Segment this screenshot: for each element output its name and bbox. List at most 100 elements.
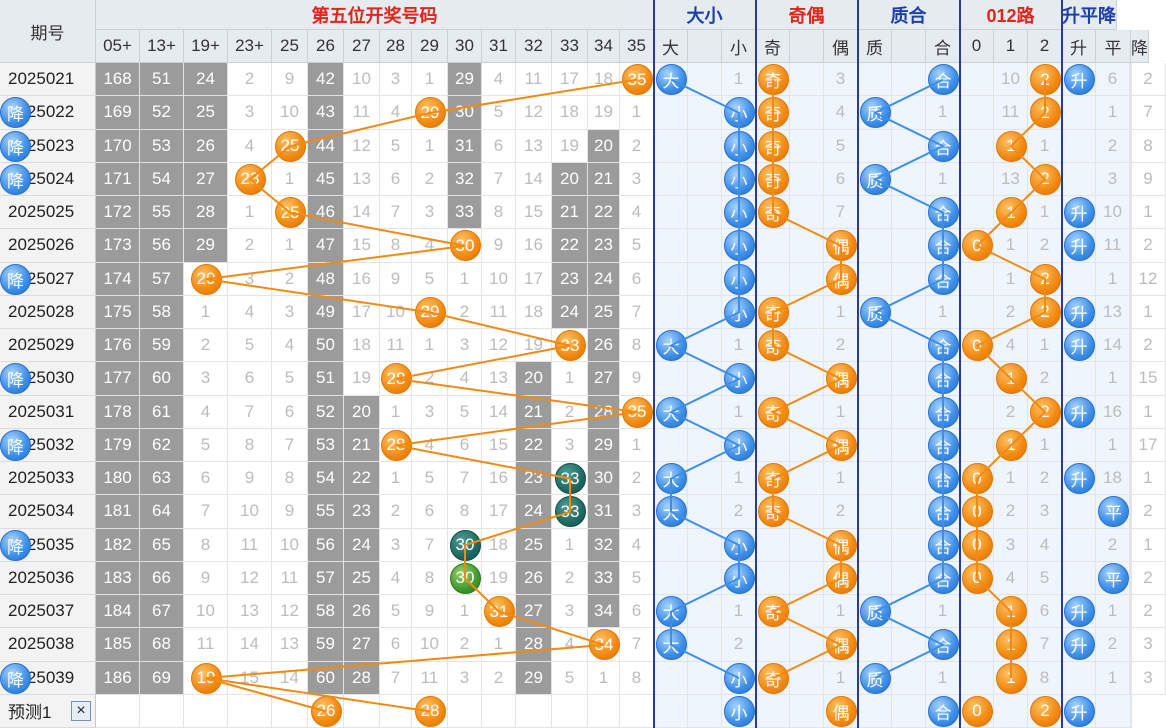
- number-cell: 10: [272, 528, 308, 562]
- primecomp-ball: 质: [859, 596, 891, 628]
- number-cell: 14: [344, 196, 380, 230]
- predict-cell[interactable]: [654, 694, 688, 728]
- analysis-cell: [858, 462, 892, 496]
- oddeven-ball: 奇: [757, 330, 789, 362]
- predict-cell[interactable]: [1131, 694, 1132, 728]
- number-cell: 20: [344, 395, 380, 429]
- analysis-cell: [858, 129, 892, 163]
- predict-cell[interactable]: [448, 694, 482, 728]
- updown-ball: 升: [1063, 197, 1095, 229]
- updown-miss-b: 2: [1131, 229, 1166, 263]
- predict-cell[interactable]: [412, 694, 448, 728]
- column-header: 2: [1028, 30, 1062, 63]
- analysis-cell: [1096, 661, 1131, 695]
- number-cell: 3: [412, 196, 448, 230]
- analysis-cell: [688, 63, 722, 97]
- number-cell: 10: [412, 628, 448, 662]
- analysis-cell: [892, 495, 926, 529]
- predict-cell[interactable]: [1096, 694, 1131, 728]
- predict-cell[interactable]: [344, 694, 380, 728]
- number-cell: 5: [228, 329, 272, 363]
- number-cell: 3: [412, 395, 448, 429]
- primecomp-ball: 合: [927, 562, 959, 594]
- number-cell: 32: [588, 528, 620, 562]
- number-ball: 33: [554, 330, 586, 362]
- number-cell: 5: [552, 661, 588, 695]
- bigsmall-miss: 1: [722, 63, 756, 97]
- number-cell: 6: [620, 595, 654, 629]
- predict-cell[interactable]: [228, 694, 272, 728]
- analysis-cell: [688, 329, 722, 363]
- column-header: 奇: [756, 30, 790, 63]
- predict-cell[interactable]: [688, 694, 722, 728]
- analysis-cell: [1062, 428, 1096, 462]
- updown-ball: 降: [0, 429, 31, 461]
- predict-cell[interactable]: [790, 694, 824, 728]
- predict-cell[interactable]: [994, 694, 1028, 728]
- updown-miss-a: 1: [1096, 262, 1130, 296]
- number-cell: 51: [140, 63, 184, 97]
- number-cell: 186: [96, 661, 140, 695]
- predict-cell[interactable]: [482, 694, 516, 728]
- number-cell: 24: [344, 528, 380, 562]
- analysis-cell: [756, 229, 790, 263]
- number-cell: 29: [516, 661, 552, 695]
- number-cell: 9: [184, 561, 228, 595]
- primecomp-ball: 合: [927, 263, 959, 295]
- oddeven-miss: 4: [824, 96, 858, 130]
- r012-miss-b: 3: [1028, 495, 1062, 529]
- primecomp-miss: 1: [926, 295, 960, 329]
- updown-miss-b: 1: [1131, 528, 1166, 562]
- analysis-cell: [858, 362, 892, 396]
- predict-cell[interactable]: [96, 694, 140, 728]
- predict-cell[interactable]: [892, 694, 926, 728]
- number-cell: 23: [516, 462, 552, 496]
- predict-cell[interactable]: [380, 694, 412, 728]
- number-cell: 29: [448, 63, 482, 97]
- number-cell: 171: [96, 162, 140, 196]
- number-cell: 8: [482, 196, 516, 230]
- analysis-cell: [688, 495, 722, 529]
- predict-cell[interactable]: [552, 694, 588, 728]
- number-cell: 52: [308, 395, 344, 429]
- analysis-cell: [892, 262, 926, 296]
- predict-cell[interactable]: [140, 694, 184, 728]
- period-cell: 2025036: [0, 561, 96, 595]
- analysis-cell: [960, 162, 994, 196]
- number-cell: 9: [482, 229, 516, 263]
- predict-cell[interactable]: [272, 694, 308, 728]
- updown-miss-a: 1: [1096, 595, 1130, 629]
- close-icon[interactable]: ×: [71, 700, 91, 721]
- number-cell: 19: [516, 329, 552, 363]
- column-header: 31: [482, 30, 516, 63]
- oddeven-miss: 6: [824, 162, 858, 196]
- primecomp-ball: 合: [927, 396, 959, 428]
- number-cell: 55: [308, 495, 344, 529]
- number-cell: 180: [96, 462, 140, 496]
- updown-miss-a: 14: [1096, 329, 1130, 363]
- predict-cell[interactable]: [858, 694, 892, 728]
- number-cell: 31: [588, 495, 620, 529]
- predict-cell[interactable]: [756, 694, 790, 728]
- predict-cell[interactable]: [588, 694, 620, 728]
- oddeven-miss: 1: [824, 395, 858, 429]
- number-cell: 61: [140, 395, 184, 429]
- predict-cell[interactable]: [184, 694, 228, 728]
- number-cell: 20: [588, 129, 620, 163]
- period-cell: 2025021: [0, 63, 96, 97]
- number-cell: 25: [516, 528, 552, 562]
- updown-miss-b: 2: [1131, 595, 1166, 629]
- predict-cell[interactable]: [516, 694, 552, 728]
- number-cell: 19: [482, 561, 516, 595]
- number-cell: 11: [412, 661, 448, 695]
- number-cell: 54: [308, 462, 344, 496]
- number-cell: 63: [140, 462, 184, 496]
- primecomp-ball: 合: [927, 429, 959, 461]
- number-cell: 1: [380, 395, 412, 429]
- number-cell: 30: [448, 96, 482, 130]
- analysis-cell: [892, 96, 926, 130]
- bigsmall-miss: 1: [722, 395, 756, 429]
- analysis-cell: [1062, 528, 1096, 562]
- predict-cell[interactable]: [620, 694, 654, 728]
- analysis-cell: [858, 561, 892, 595]
